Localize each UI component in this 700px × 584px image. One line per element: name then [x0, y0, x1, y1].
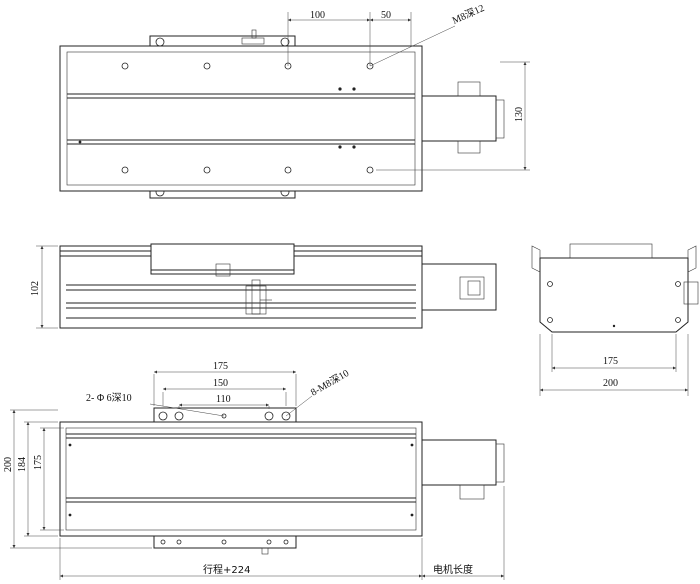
- side-view-carriage: [150, 243, 295, 275]
- side-view: 102: [30, 243, 497, 329]
- bottom-dim-175: 175: [213, 361, 228, 372]
- top-view: 100 50 M8深12 130: [59, 2, 530, 199]
- bottom-dim-150: 150: [213, 378, 228, 389]
- height-dim-184: 184: [17, 457, 28, 472]
- top-view-hole: [203, 166, 211, 174]
- bottom-view-hole: [174, 411, 184, 421]
- top-view-hole: [121, 62, 129, 70]
- callout-thread-hole: 8-M8深10: [309, 367, 352, 399]
- top-view-motor: [421, 95, 497, 142]
- top-callout-thread: M8深12: [450, 2, 486, 27]
- bottom-view-motor: [421, 439, 497, 486]
- bottom-view-body: [59, 421, 423, 537]
- top-dim-50: 50: [381, 10, 391, 21]
- end-dim-200: 200: [603, 378, 618, 389]
- bottom-view-hole: [158, 411, 168, 421]
- top-view-hole: [203, 62, 211, 70]
- top-view-inner: [66, 51, 416, 186]
- top-view-hole: [284, 166, 292, 174]
- bottom-view: 175 150 110 2- Φ 6深10 8-M8深10 200 184 17…: [3, 361, 505, 580]
- end-view-body: [539, 257, 689, 333]
- top-view-hole: [366, 166, 374, 174]
- top-view-sensor-stem: [251, 29, 257, 39]
- top-view-hole: [121, 166, 129, 174]
- motor-length-label: 电机长度: [433, 563, 473, 576]
- callout-pin-hole: 2- Φ 6深10: [86, 392, 132, 404]
- height-dim-200: 200: [3, 457, 14, 472]
- top-dim-130: 130: [514, 107, 525, 122]
- side-dim-102: 102: [30, 281, 41, 296]
- side-view-motor: [421, 263, 497, 311]
- end-view: 175 200: [531, 243, 699, 396]
- height-dim-175: 175: [33, 455, 44, 470]
- top-dim-100: 100: [310, 10, 325, 21]
- bottom-view-hole: [264, 411, 274, 421]
- stroke-length-label: 行程+224: [203, 563, 250, 576]
- end-dim-175: 175: [603, 356, 618, 367]
- top-view-body: [59, 45, 423, 192]
- bottom-dim-110: 110: [216, 394, 231, 405]
- top-view-hole: [155, 37, 165, 47]
